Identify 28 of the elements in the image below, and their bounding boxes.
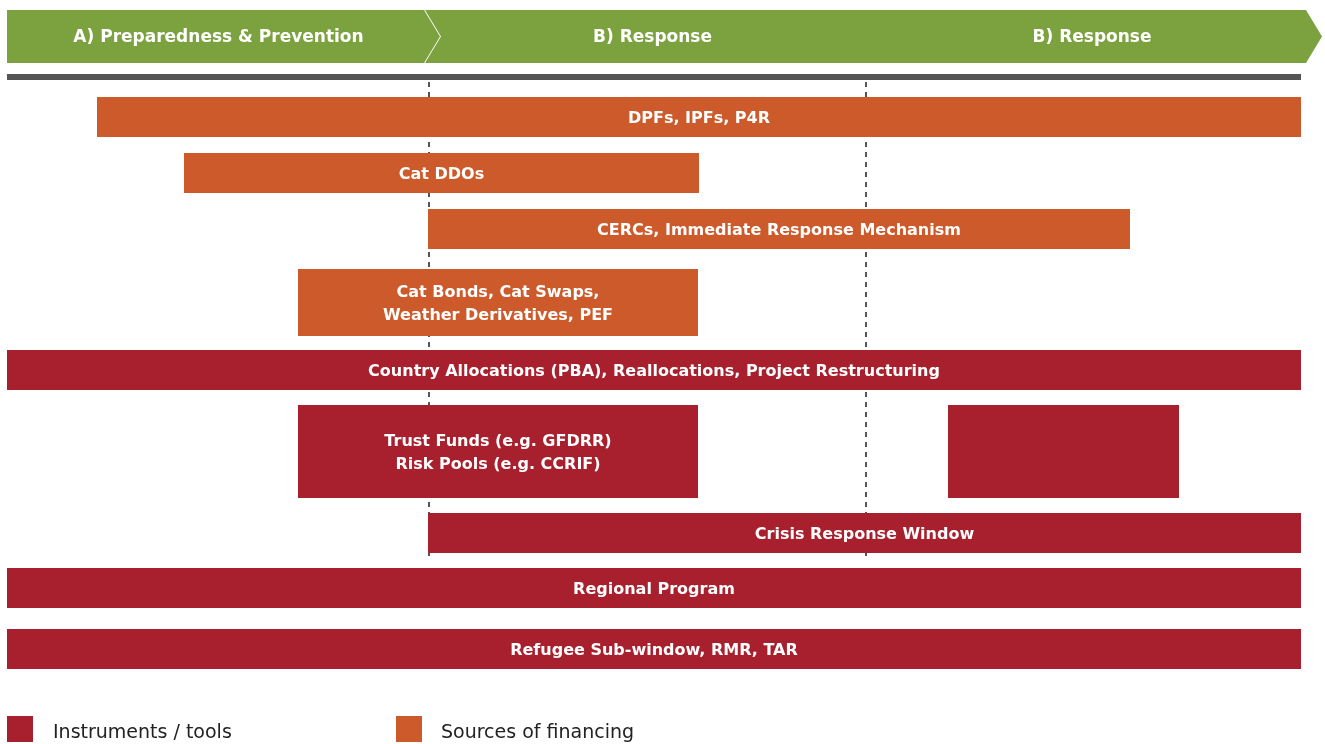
bar-label: Cat DDOs (398, 162, 485, 185)
bar-label: Risk Pools (e.g. CCRIF) (395, 452, 601, 475)
bar (298, 405, 698, 498)
bar-label: Cat Bonds, Cat Swaps, Weather Derivatives, PEF (382, 280, 614, 326)
bar (298, 269, 698, 336)
bar (428, 209, 1130, 249)
phase-label: B) Response (593, 25, 712, 48)
bar (184, 153, 699, 193)
phase-banner (862, 10, 1322, 63)
bar (7, 568, 1301, 608)
bar-label: Refugee Sub-window, RMR, TAR (510, 638, 798, 661)
bar (7, 629, 1301, 669)
bar-label: Trust Funds (e.g. GFDRR) (384, 429, 612, 452)
phase-label: B) Response (1032, 25, 1152, 48)
legend-label: Instruments / tools (53, 720, 232, 742)
phase-banner (425, 10, 880, 63)
bar (97, 97, 1301, 137)
bar-label: CERCs, Immediate Response Mechanism (597, 218, 961, 241)
bar-label: Crisis Response Window (754, 522, 975, 545)
bar-label: Regional Program (573, 577, 735, 600)
bar (428, 513, 1301, 553)
bar (7, 350, 1301, 390)
phase-banner (7, 10, 440, 63)
bar-label: Country Allocations (PBA), Reallocations, Project Restructuring (368, 359, 940, 382)
bar-label: DPFs, IPFs, P4R (627, 106, 771, 129)
empty-bar (948, 405, 1179, 498)
phase-label: A) Preparedness & Prevention (73, 25, 364, 48)
legend-label: Sources of financing (441, 720, 635, 742)
